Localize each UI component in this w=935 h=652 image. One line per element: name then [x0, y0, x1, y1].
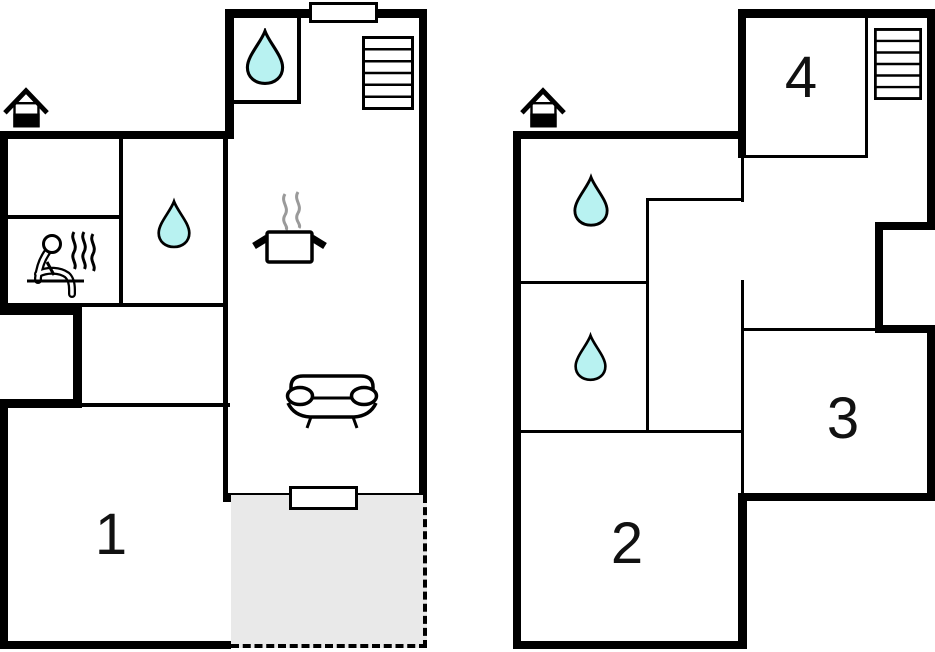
wall	[927, 325, 935, 501]
wall	[741, 280, 744, 495]
wall	[0, 306, 82, 315]
wall	[875, 222, 883, 332]
wall	[0, 399, 8, 649]
wall	[4, 303, 227, 307]
wall	[513, 131, 742, 139]
terrace	[231, 495, 427, 648]
wall	[230, 100, 301, 104]
wall	[738, 493, 935, 501]
room-label-1: 1	[94, 502, 128, 567]
wall	[513, 131, 521, 649]
wall	[419, 9, 427, 502]
wall	[516, 430, 744, 433]
wall	[0, 131, 234, 139]
room-label-4: 4	[784, 45, 818, 110]
chimney-icon	[3, 86, 49, 130]
stairs-icon	[874, 28, 922, 100]
room-label-2: 2	[610, 511, 644, 576]
sauna-person-icon	[27, 231, 96, 298]
wall	[738, 9, 935, 18]
wall	[516, 281, 648, 284]
chimney-icon	[520, 86, 566, 130]
wall	[875, 222, 935, 230]
wall	[119, 139, 123, 307]
stairs-icon	[362, 36, 414, 110]
wall	[0, 131, 8, 313]
wall	[741, 328, 878, 331]
wall	[646, 198, 744, 201]
wall	[646, 198, 649, 433]
cooking-pot-icon	[252, 191, 327, 264]
wall	[0, 399, 82, 408]
wall	[223, 139, 228, 495]
wall	[927, 9, 935, 230]
water-drop-icon	[573, 330, 608, 385]
wall	[73, 306, 82, 407]
entrance-door	[309, 2, 378, 23]
wall	[513, 641, 747, 649]
wall	[225, 9, 234, 139]
room-label-3: 3	[826, 386, 860, 451]
water-drop-icon	[244, 28, 286, 86]
wall	[865, 14, 868, 155]
wall	[738, 493, 747, 649]
wall	[875, 325, 935, 333]
wall	[4, 215, 122, 219]
wall	[741, 158, 744, 202]
wall	[742, 155, 868, 158]
wall	[738, 9, 746, 158]
water-drop-icon	[156, 196, 192, 252]
sofa-icon	[285, 374, 379, 429]
wall	[297, 14, 301, 104]
water-drop-icon	[572, 172, 610, 230]
terrace-door	[289, 486, 358, 510]
wall	[0, 641, 231, 649]
wall	[73, 403, 230, 407]
